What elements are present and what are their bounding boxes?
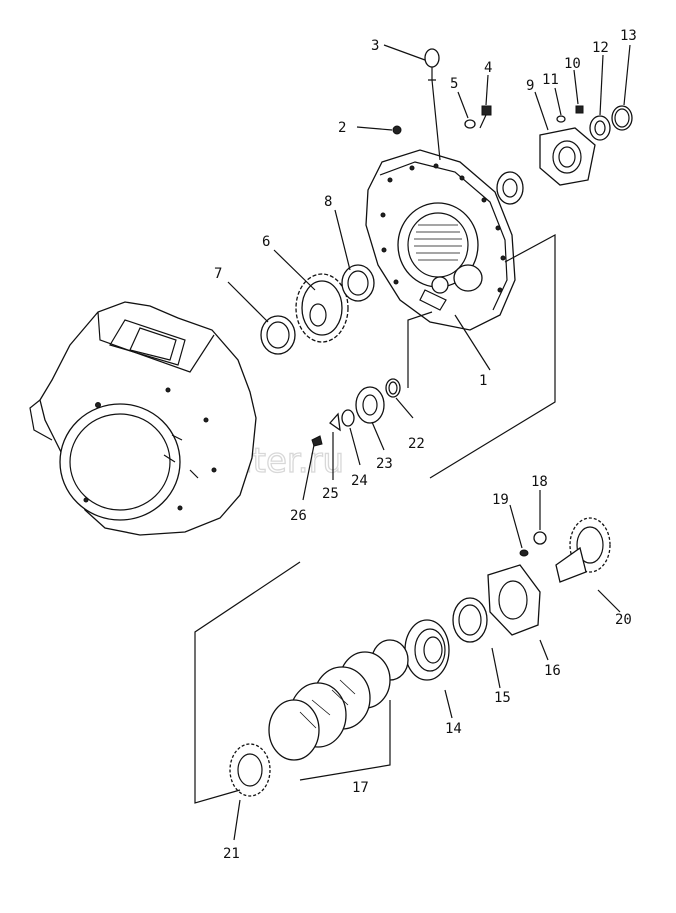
callout-3: 3 — [371, 38, 379, 54]
callout-6: 6 — [262, 234, 270, 250]
callout-14: 14 — [445, 721, 462, 737]
callout-7: 7 — [214, 266, 222, 282]
callout-17: 17 — [352, 780, 369, 796]
callout-10: 10 — [564, 56, 581, 72]
callout-19: 19 — [492, 492, 509, 508]
gear-part-21 — [229, 743, 271, 797]
callout-20: 20 — [615, 612, 632, 628]
callout-1: 1 — [479, 373, 487, 389]
bracket-line-lower — [194, 561, 301, 804]
bolt-part-26 — [311, 435, 323, 447]
bearing-part-15 — [452, 597, 488, 643]
plug-part-2 — [392, 125, 402, 135]
callout-16: 16 — [544, 663, 561, 679]
case-cover-part-1 — [365, 149, 516, 331]
piston-part-14 — [404, 619, 450, 681]
snap-ring-part-22 — [385, 378, 401, 398]
washer-part-5 — [464, 119, 476, 129]
bolt-part-4 — [479, 105, 492, 129]
bracket-line-upper — [429, 233, 556, 479]
callout-24: 24 — [351, 473, 368, 489]
washer-part-19 — [519, 549, 529, 557]
callout-8: 8 — [324, 194, 332, 210]
callout-5: 5 — [450, 76, 458, 92]
bolt-part-18 — [533, 531, 547, 545]
clutch-plates-part-17 — [268, 639, 409, 761]
cover-part-16 — [487, 564, 541, 636]
callout-23: 23 — [376, 456, 393, 472]
gear-part-6 — [295, 273, 349, 343]
callout-13: 13 — [620, 28, 637, 44]
lock-part-25 — [329, 412, 341, 432]
gear-part-20 — [555, 517, 611, 583]
callout-15: 15 — [494, 690, 511, 706]
bearing-part-8 — [341, 264, 375, 302]
washer-part-24 — [341, 409, 355, 427]
transmission-housing — [29, 301, 257, 536]
callout-2: 2 — [338, 120, 346, 136]
washer-part-11 — [556, 115, 566, 123]
bearing-part-7 — [260, 315, 296, 355]
bracket-line-17 — [299, 700, 391, 781]
callout-25: 25 — [322, 486, 339, 502]
callout-22: 22 — [408, 436, 425, 452]
snap-ring-part-13 — [611, 105, 633, 131]
bracket-line-inner — [407, 311, 433, 388]
bolt-part-10 — [575, 105, 584, 114]
eye-bolt-part-3 — [424, 48, 441, 161]
callout-labels: 1 2 3 4 5 6 7 8 9 10 11 12 13 14 15 16 1… — [214, 28, 637, 862]
callout-12: 12 — [592, 40, 609, 56]
retainer-part-9 — [539, 127, 596, 186]
bearing-part-12 — [589, 115, 611, 141]
bearing-part-23 — [355, 386, 385, 424]
leader-lines — [227, 44, 631, 841]
callout-11: 11 — [542, 72, 559, 88]
callout-4: 4 — [484, 60, 492, 76]
callout-21: 21 — [223, 846, 240, 862]
seal-part-side — [496, 171, 524, 205]
callout-9: 9 — [526, 78, 534, 94]
callout-18: 18 — [531, 474, 548, 490]
callout-26: 26 — [290, 508, 307, 524]
